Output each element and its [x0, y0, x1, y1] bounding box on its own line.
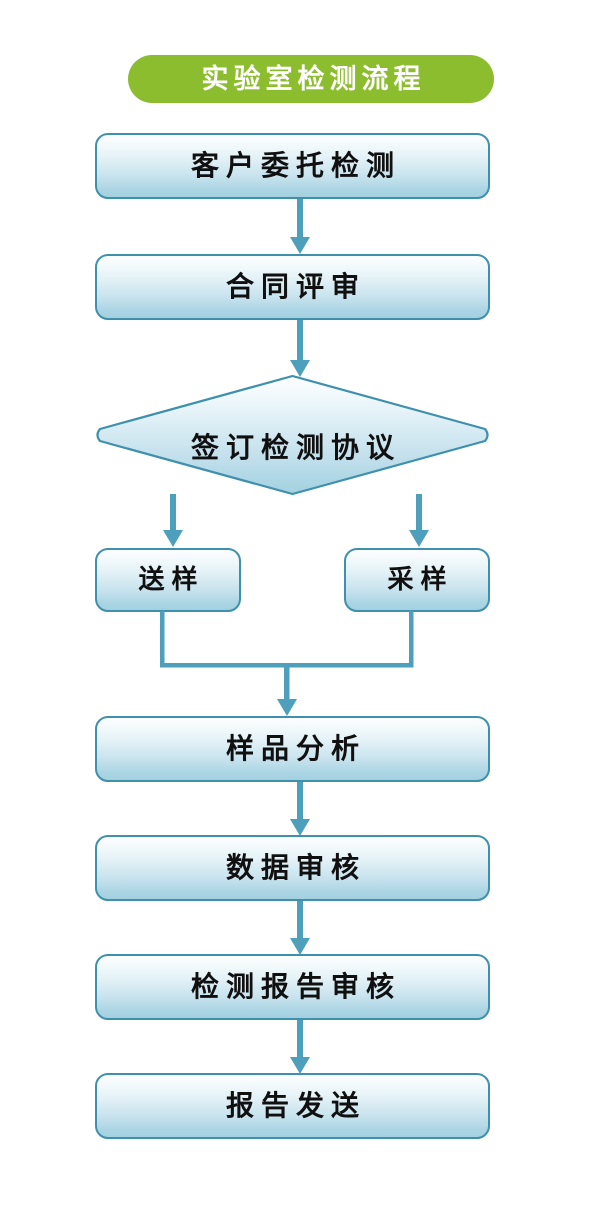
flow-node-test-report-review[interactable]: 检测报告审核 — [95, 954, 490, 1020]
connector-n2-n3 — [285, 320, 315, 378]
connector-n6-n7 — [285, 782, 315, 838]
flow-node-label: 送样 — [138, 565, 205, 595]
flow-node-label: 数据审核 — [225, 851, 366, 884]
connector-n7-n8 — [285, 901, 315, 957]
connector-n8-n9 — [285, 1020, 315, 1076]
flow-node-label: 样品分析 — [225, 732, 366, 765]
flow-node-sampling[interactable]: 采样 — [344, 548, 490, 612]
flow-node-label: 检测报告审核 — [190, 970, 401, 1003]
flow-node-sample-delivery[interactable]: 送样 — [95, 548, 241, 612]
connector-n1-n2 — [285, 199, 315, 255]
flow-node-label: 采样 — [387, 565, 454, 595]
flow-node-sample-analysis[interactable]: 样品分析 — [95, 716, 490, 782]
flow-node-label: 报告发送 — [225, 1089, 366, 1122]
diamond-shape — [96, 374, 489, 496]
flow-node-label: 合同评审 — [225, 270, 366, 303]
page-title: 实验室检测流程 — [201, 63, 426, 95]
flow-node-label: 客户委托检测 — [190, 149, 401, 182]
connector-n3-n4-left-branch — [158, 494, 188, 550]
flowchart-title-banner: 实验室检测流程 — [128, 55, 494, 103]
flow-node-report-dispatch[interactable]: 报告发送 — [95, 1073, 490, 1139]
flow-node-contract-review[interactable]: 合同评审 — [95, 254, 490, 320]
connector-merge-to-sample-analysis — [160, 611, 440, 719]
flow-node-customer-commission[interactable]: 客户委托检测 — [95, 133, 490, 199]
flow-node-sign-testing-agreement[interactable]: 签订检测协议 — [93, 374, 492, 496]
flow-node-data-review[interactable]: 数据审核 — [95, 835, 490, 901]
connector-n3-n5-right-branch — [404, 494, 434, 550]
